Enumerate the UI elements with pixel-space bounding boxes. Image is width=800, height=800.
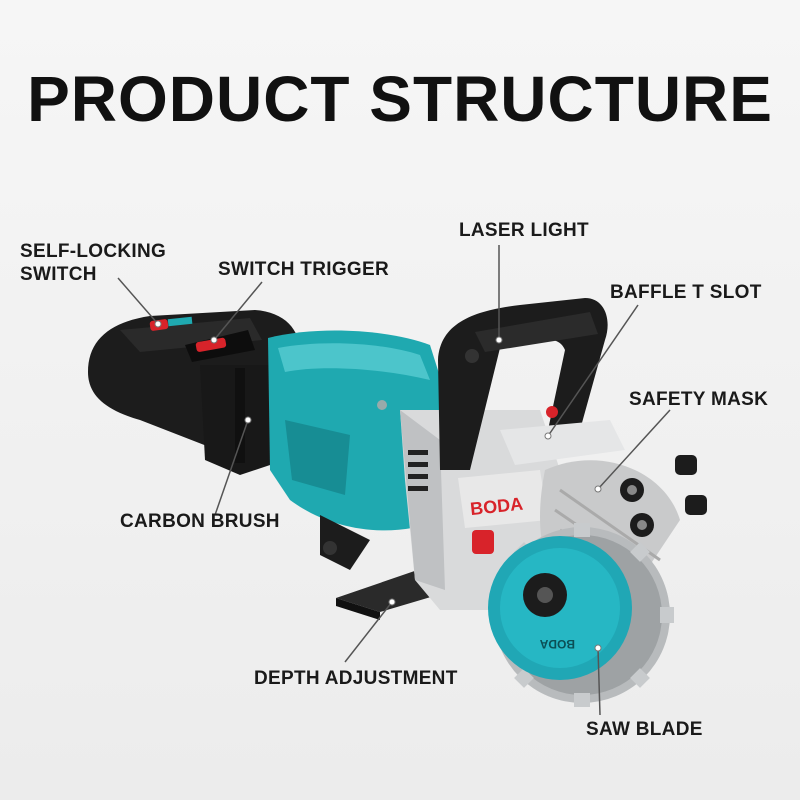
switch-trigger-red — [195, 337, 227, 352]
label-carbon-brush: CARBON BRUSH — [120, 511, 280, 532]
page-title: PRODUCT STRUCTURE — [27, 63, 773, 135]
laser-button — [546, 406, 558, 418]
depth-knob — [472, 530, 494, 554]
blade-marking: BODA — [539, 637, 575, 651]
label-saw-blade: SAW BLADE — [586, 719, 703, 740]
label-self-locking-line2: SWITCH — [20, 264, 97, 285]
label-switch-trigger: SWITCH TRIGGER — [218, 259, 389, 280]
leader-lines — [117, 245, 671, 716]
label-self-locking-switch: SELF-LOCKING SWITCH — [20, 240, 166, 286]
label-baffle-t-slot: BAFFLE T SLOT — [610, 282, 762, 303]
label-self-locking-line1: SELF-LOCKING — [20, 241, 167, 262]
label-laser-light: LASER LIGHT — [459, 220, 589, 241]
saw-blade: BODA — [488, 523, 674, 707]
label-depth-adjustment: DEPTH ADJUSTMENT — [254, 668, 458, 689]
label-safety-mask: SAFETY MASK — [629, 389, 769, 410]
